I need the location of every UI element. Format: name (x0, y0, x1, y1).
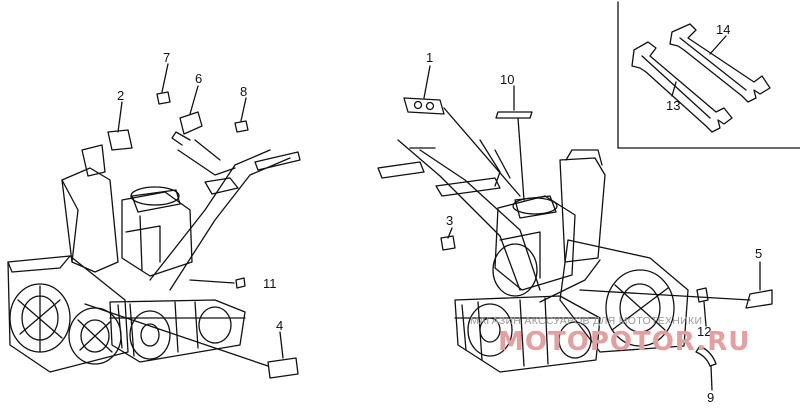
callout-8: 8 (240, 84, 247, 99)
callout-13: 13 (666, 98, 680, 113)
callout-11: 11 (263, 276, 277, 291)
callout-14: 14 (716, 22, 730, 37)
decal-4 (267, 357, 299, 379)
wrench-14 (669, 23, 771, 103)
decal-12 (696, 287, 709, 303)
decal-9 (695, 345, 717, 367)
callout-1: 1 (426, 50, 433, 65)
decal-8 (234, 120, 249, 133)
tools-box (617, 1, 800, 149)
callout-12: 12 (697, 324, 711, 339)
callout-7: 7 (163, 50, 170, 65)
callout-labels: 1 2 3 4 5 6 7 8 9 10 11 12 13 14 (117, 22, 762, 405)
decal-2 (107, 129, 133, 151)
callout-3: 3 (446, 213, 453, 228)
snowblower-right (377, 139, 689, 373)
callout-6: 6 (195, 71, 202, 86)
decal-10 (495, 111, 533, 119)
callout-2: 2 (117, 88, 124, 103)
callout-4: 4 (276, 318, 283, 333)
decal-5 (745, 289, 773, 309)
snowblower-left (7, 131, 301, 373)
decal-11 (235, 277, 246, 289)
callout-10: 10 (500, 72, 514, 87)
wrench-13 (631, 41, 733, 133)
callout-9: 9 (707, 390, 714, 405)
decal-6 (179, 111, 203, 135)
decal-1 (403, 97, 445, 115)
decal-7 (156, 91, 171, 105)
callout-5: 5 (755, 246, 762, 261)
